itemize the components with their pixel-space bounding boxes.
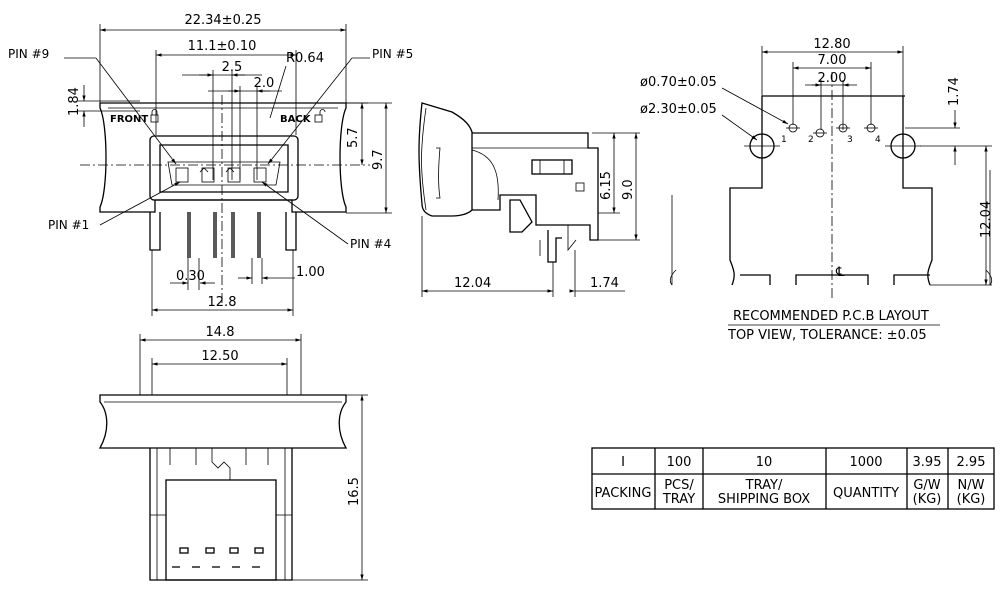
dim-1-84: 1.84 [67,87,82,116]
hole-large-callout: ø2.30±0.05 [640,102,717,117]
hole-small-callout: ø0.70±0.05 [640,75,717,90]
table-r1-c4: 1000 [849,455,882,470]
dim-11-1: 11.1±0.10 [188,39,257,54]
pin9-label: PIN #9 [8,47,49,61]
table-r2-pcs-2: TRAY [662,492,695,507]
dim-12-50: 12.50 [201,349,238,364]
dim-22-34: 22.34±0.25 [184,13,261,28]
table-r2-gw-1: G/W [913,478,940,493]
pcb-caption-1: RECOMMENDED P.C.B LAYOUT [733,309,929,324]
table-r1-c5: 3.95 [913,455,942,470]
dim-7-00: 7.00 [818,53,847,68]
table-r1-c2: 100 [667,455,692,470]
dim-side-12-04: 12.04 [454,276,491,291]
front-view: 22.34±0.25 11.1±0.10 2.5 2.0 R0.64 1.84 [8,13,413,316]
dim-pcb-1-74: 1.74 [947,77,962,106]
table-r1-c6: 2.95 [957,455,986,470]
bottom-pin-slots [172,547,264,568]
dim-2-5: 2.5 [222,60,243,75]
pcb-holes [744,123,921,159]
table-r2-nw-2: (KG) [957,492,986,507]
table-r2-nw-1: N/W [958,478,985,493]
bottom-view: 14.8 12.50 16.5 [98,325,368,581]
pcb-pin-1: 1 [781,135,787,145]
pin4-label: PIN #4 [350,237,391,251]
packing-table: I 100 10 1000 3.95 2.95 PACKING PCS/ TRA… [591,447,995,510]
dim-5-7: 5.7 [346,127,361,148]
radius-label: R0.64 [286,51,324,66]
table-r2-quantity: QUANTITY [833,486,899,501]
dim-2-0: 2.0 [254,76,275,91]
dim-16-5: 16.5 [347,477,362,506]
table-r2-tray-2: SHIPPING BOX [718,492,810,507]
dim-1-00: 1.00 [296,265,325,280]
table-r1-c3: 10 [756,455,773,470]
lock-icon-front [150,109,159,123]
through-hole-legs [149,212,297,258]
back-label: BACK [280,114,312,125]
pcb-layout: 12.80 7.00 2.00 ø0.70±0.05 ø2.30±0.05 [640,37,994,343]
pin-contacts [175,167,267,183]
table-r2-packing: PACKING [595,486,652,501]
unlock-icon-back [314,109,326,123]
dim-6-15: 6.15 [599,171,614,200]
dim-pcb-12-04: 12.04 [979,201,994,238]
pin1-label: PIN #1 [48,218,89,232]
dim-0-30: 0.30 [176,269,205,284]
pcb-pin-4: 4 [875,135,881,145]
front-label: FRONT [110,114,148,125]
dim-9-0: 9.0 [621,179,636,200]
pcb-pin-3: 3 [847,135,853,145]
table-r2-gw-2: (KG) [913,492,942,507]
dim-12-8: 12.8 [208,295,237,310]
pin5-label: PIN #5 [372,47,413,61]
side-view: 6.15 9.0 12.04 1.74 [418,102,640,297]
dim-12-80: 12.80 [813,37,850,52]
pcb-caption-2: TOP VIEW, TOLERANCE: ±0.05 [727,328,927,343]
table-r1-c1: I [621,455,625,470]
dim-side-1-74: 1.74 [590,276,619,291]
dim-9-7: 9.7 [371,149,386,170]
dim-14-8: 14.8 [206,325,235,340]
table-r2-pcs-1: PCS/ [664,478,694,493]
table-r2-tray-1: TRAY/ [745,478,783,493]
centerline-symbol: ℄ [835,265,845,280]
pcb-pin-2: 2 [808,135,814,145]
